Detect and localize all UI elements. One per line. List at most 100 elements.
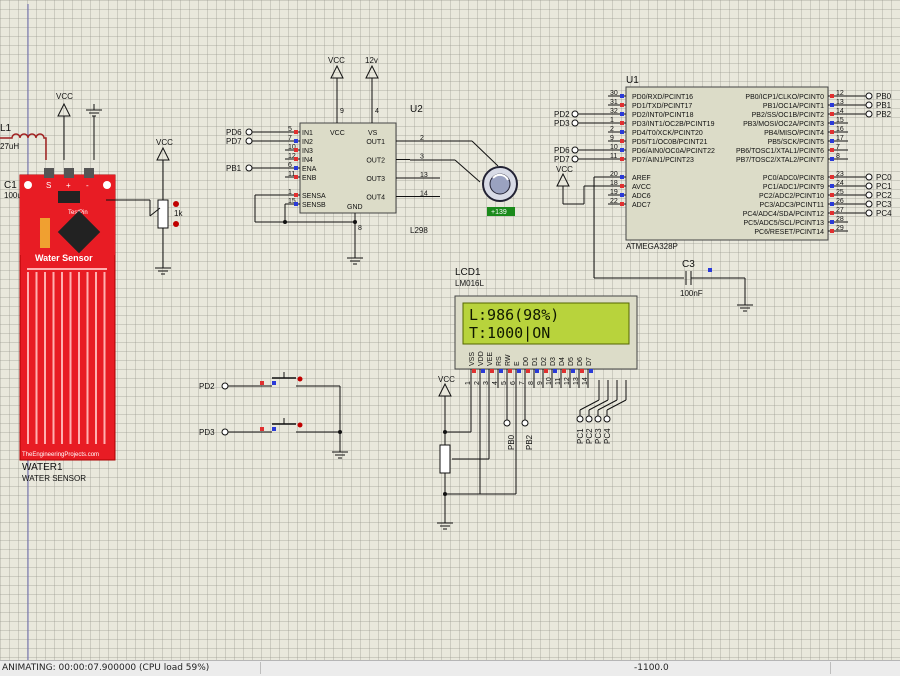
- vcc1-label: VCC: [56, 92, 73, 101]
- u2-pin-num: 3: [420, 154, 424, 161]
- lcd-pin-name: E: [514, 361, 521, 366]
- u2-pin-num: 14: [420, 191, 428, 198]
- u1-net-label: PD3: [554, 119, 570, 128]
- vcc-terminal-water[interactable]: VCC: [56, 92, 73, 160]
- push-button-pd3[interactable]: PD3: [199, 418, 348, 459]
- sensor-chip: [58, 191, 80, 203]
- lcd-part: LM016L: [455, 279, 484, 288]
- u1-pin-name: PD2/INT0/PCINT18: [632, 112, 694, 119]
- sensor-trace: [103, 272, 106, 444]
- u1-pin-name: PC2/ADC2/PCINT10: [759, 193, 824, 200]
- u2-pin-name: OUT3: [366, 176, 385, 183]
- u1-pin-num: 17: [836, 135, 844, 142]
- driver-u2[interactable]: U2 L298 VCC 12v 9 4 VCC VS GND 8 IN15PD6…: [226, 56, 440, 265]
- u1-pin-num: 26: [836, 198, 844, 205]
- push-button-pd2[interactable]: PD2: [199, 372, 341, 452]
- u1-pin-name: PD1/TXD/PCINT17: [632, 103, 692, 110]
- lcd-pin-num: 14: [582, 377, 589, 385]
- u1-pin-num: 7: [836, 144, 840, 151]
- u2-pin-num: 5: [288, 126, 292, 133]
- motor-speed-box: [487, 207, 515, 216]
- lcd-pin-name: D4: [559, 357, 566, 366]
- lcd-pin-num: 10: [546, 377, 553, 385]
- u1-net-label: PC1: [876, 182, 892, 191]
- u1-pin-num: 30: [610, 90, 618, 97]
- lcd-line-2: T:1000|ON: [469, 324, 550, 342]
- lcd-screen: [462, 302, 630, 345]
- pot1-value: 1k: [174, 209, 183, 218]
- u2-pin-name: OUT2: [366, 158, 385, 165]
- lcd-pin-name: RS: [496, 356, 503, 366]
- sensor-traces: [27, 268, 107, 444]
- sensor-trace: [86, 272, 89, 444]
- u1-pin-num: 12: [836, 90, 844, 97]
- u2-ref: U2: [410, 104, 423, 115]
- u2-pin-name: VCC: [330, 130, 345, 137]
- u1-pin-name: PC3/ADC3/PCINT11: [760, 202, 825, 209]
- u2-pin-name: GND: [347, 204, 363, 211]
- sensor-resistor: [40, 218, 50, 248]
- sensor-trace: [27, 272, 29, 444]
- u2-pin-num: 8: [358, 225, 362, 232]
- motor-speed-readout: +139: [491, 209, 507, 216]
- lcd-line-1: L:986(98%): [469, 306, 559, 324]
- u1-pin-name: PB3/MOSI/OC2A/PCINT3: [743, 121, 824, 128]
- u1-pin-name: ADC7: [632, 202, 651, 209]
- u2-pin-name: ENB: [302, 175, 317, 182]
- u1-pin-num: 9: [610, 135, 614, 142]
- lcd-pin-num: 4: [492, 381, 499, 385]
- u2-pin-name: OUT4: [366, 195, 385, 202]
- water-minus-label: -: [86, 181, 89, 190]
- pin-plus: [64, 168, 74, 178]
- capacitor-c1[interactable]: C1 100u: [4, 180, 22, 200]
- c3-value: 100nF: [680, 289, 703, 298]
- u2-left-pins: IN15PD6IN27PD7IN310IN412ENA6PB1ENB11SENS…: [226, 126, 326, 209]
- u2-pin-num: 13: [420, 172, 428, 179]
- u1-pin-name: PB1/OC1A/PCINT1: [763, 103, 824, 110]
- u2-pin-name: SENSA: [302, 193, 326, 200]
- u2-pin-num: 15: [288, 198, 296, 205]
- u1-pin-num: 27: [836, 207, 844, 214]
- inductor-l1[interactable]: L1 27uH: [0, 123, 47, 160]
- u1-net-label: PC2: [876, 191, 892, 200]
- capacitor-c3[interactable]: C3 100nF: [680, 259, 753, 312]
- dc-motor[interactable]: +139: [410, 140, 518, 216]
- water-board-title: Water Sensor: [35, 253, 93, 263]
- u2-pin-num: 12: [288, 153, 296, 160]
- potentiometer-1k[interactable]: VCC 1k: [106, 138, 183, 275]
- lcd-pin-name: D7: [586, 357, 593, 366]
- u1-pin-num: 19: [610, 189, 618, 196]
- u2-pin-name: ENA: [302, 166, 317, 173]
- status-bar: ANIMATING: 00:00:07.900000 (CPU load 59%…: [0, 660, 900, 676]
- mcu-u1[interactable]: U1 ATMEGA328P PD0/RXD/PCINT1630PD1/TXD/P…: [554, 75, 892, 279]
- water-brand: TheEngineeringProjects.com: [22, 452, 99, 458]
- u2-net-label: PD6: [226, 128, 242, 137]
- lcd-rs-net: PB0: [507, 434, 516, 450]
- pot1-body: [157, 199, 169, 229]
- u1-pin-name: AREF: [632, 175, 651, 182]
- ground-water-top: [86, 104, 102, 160]
- vcc-arrow-icon: [438, 382, 452, 397]
- l1-value: 27uH: [0, 142, 19, 151]
- schematic-canvas[interactable]: L1 27uH C1 100u VCC S + - TestPin W: [0, 0, 900, 660]
- schematic-drawing[interactable]: L1 27uH C1 100u VCC S + - TestPin W: [0, 0, 900, 660]
- u2-pin-num: 7: [288, 135, 292, 142]
- water-sensor[interactable]: S + - TestPin Water Sensor TheEngineerin…: [19, 168, 116, 483]
- u2-vs-label: 12v: [365, 56, 378, 65]
- lcd-pin-num: 13: [573, 377, 580, 385]
- button2-net: PD3: [199, 428, 215, 437]
- lcd-pin-name: D3: [550, 357, 557, 366]
- u2-pin-name: SENSB: [302, 202, 326, 209]
- u1-pin-name: PD4/T0/XCK/PCINT20: [632, 130, 703, 137]
- lcd-module[interactable]: LCD1 LM016L L:986(98%) T:1000|ON VSS1VDD…: [437, 267, 638, 530]
- u2-pin-name: OUT1: [366, 139, 385, 146]
- u1-pin-num: 11: [610, 153, 617, 160]
- u1-pin-num: 2: [610, 126, 614, 133]
- u1-net-label: PD7: [554, 155, 570, 164]
- vs-arrow-icon: [365, 64, 379, 79]
- lcd-contrast-pot: [439, 444, 451, 474]
- sensor-trace: [27, 268, 107, 270]
- l1-coil: [0, 133, 47, 160]
- u1-pin-name: PC5/ADC5/SCL/PCINT13: [743, 220, 824, 227]
